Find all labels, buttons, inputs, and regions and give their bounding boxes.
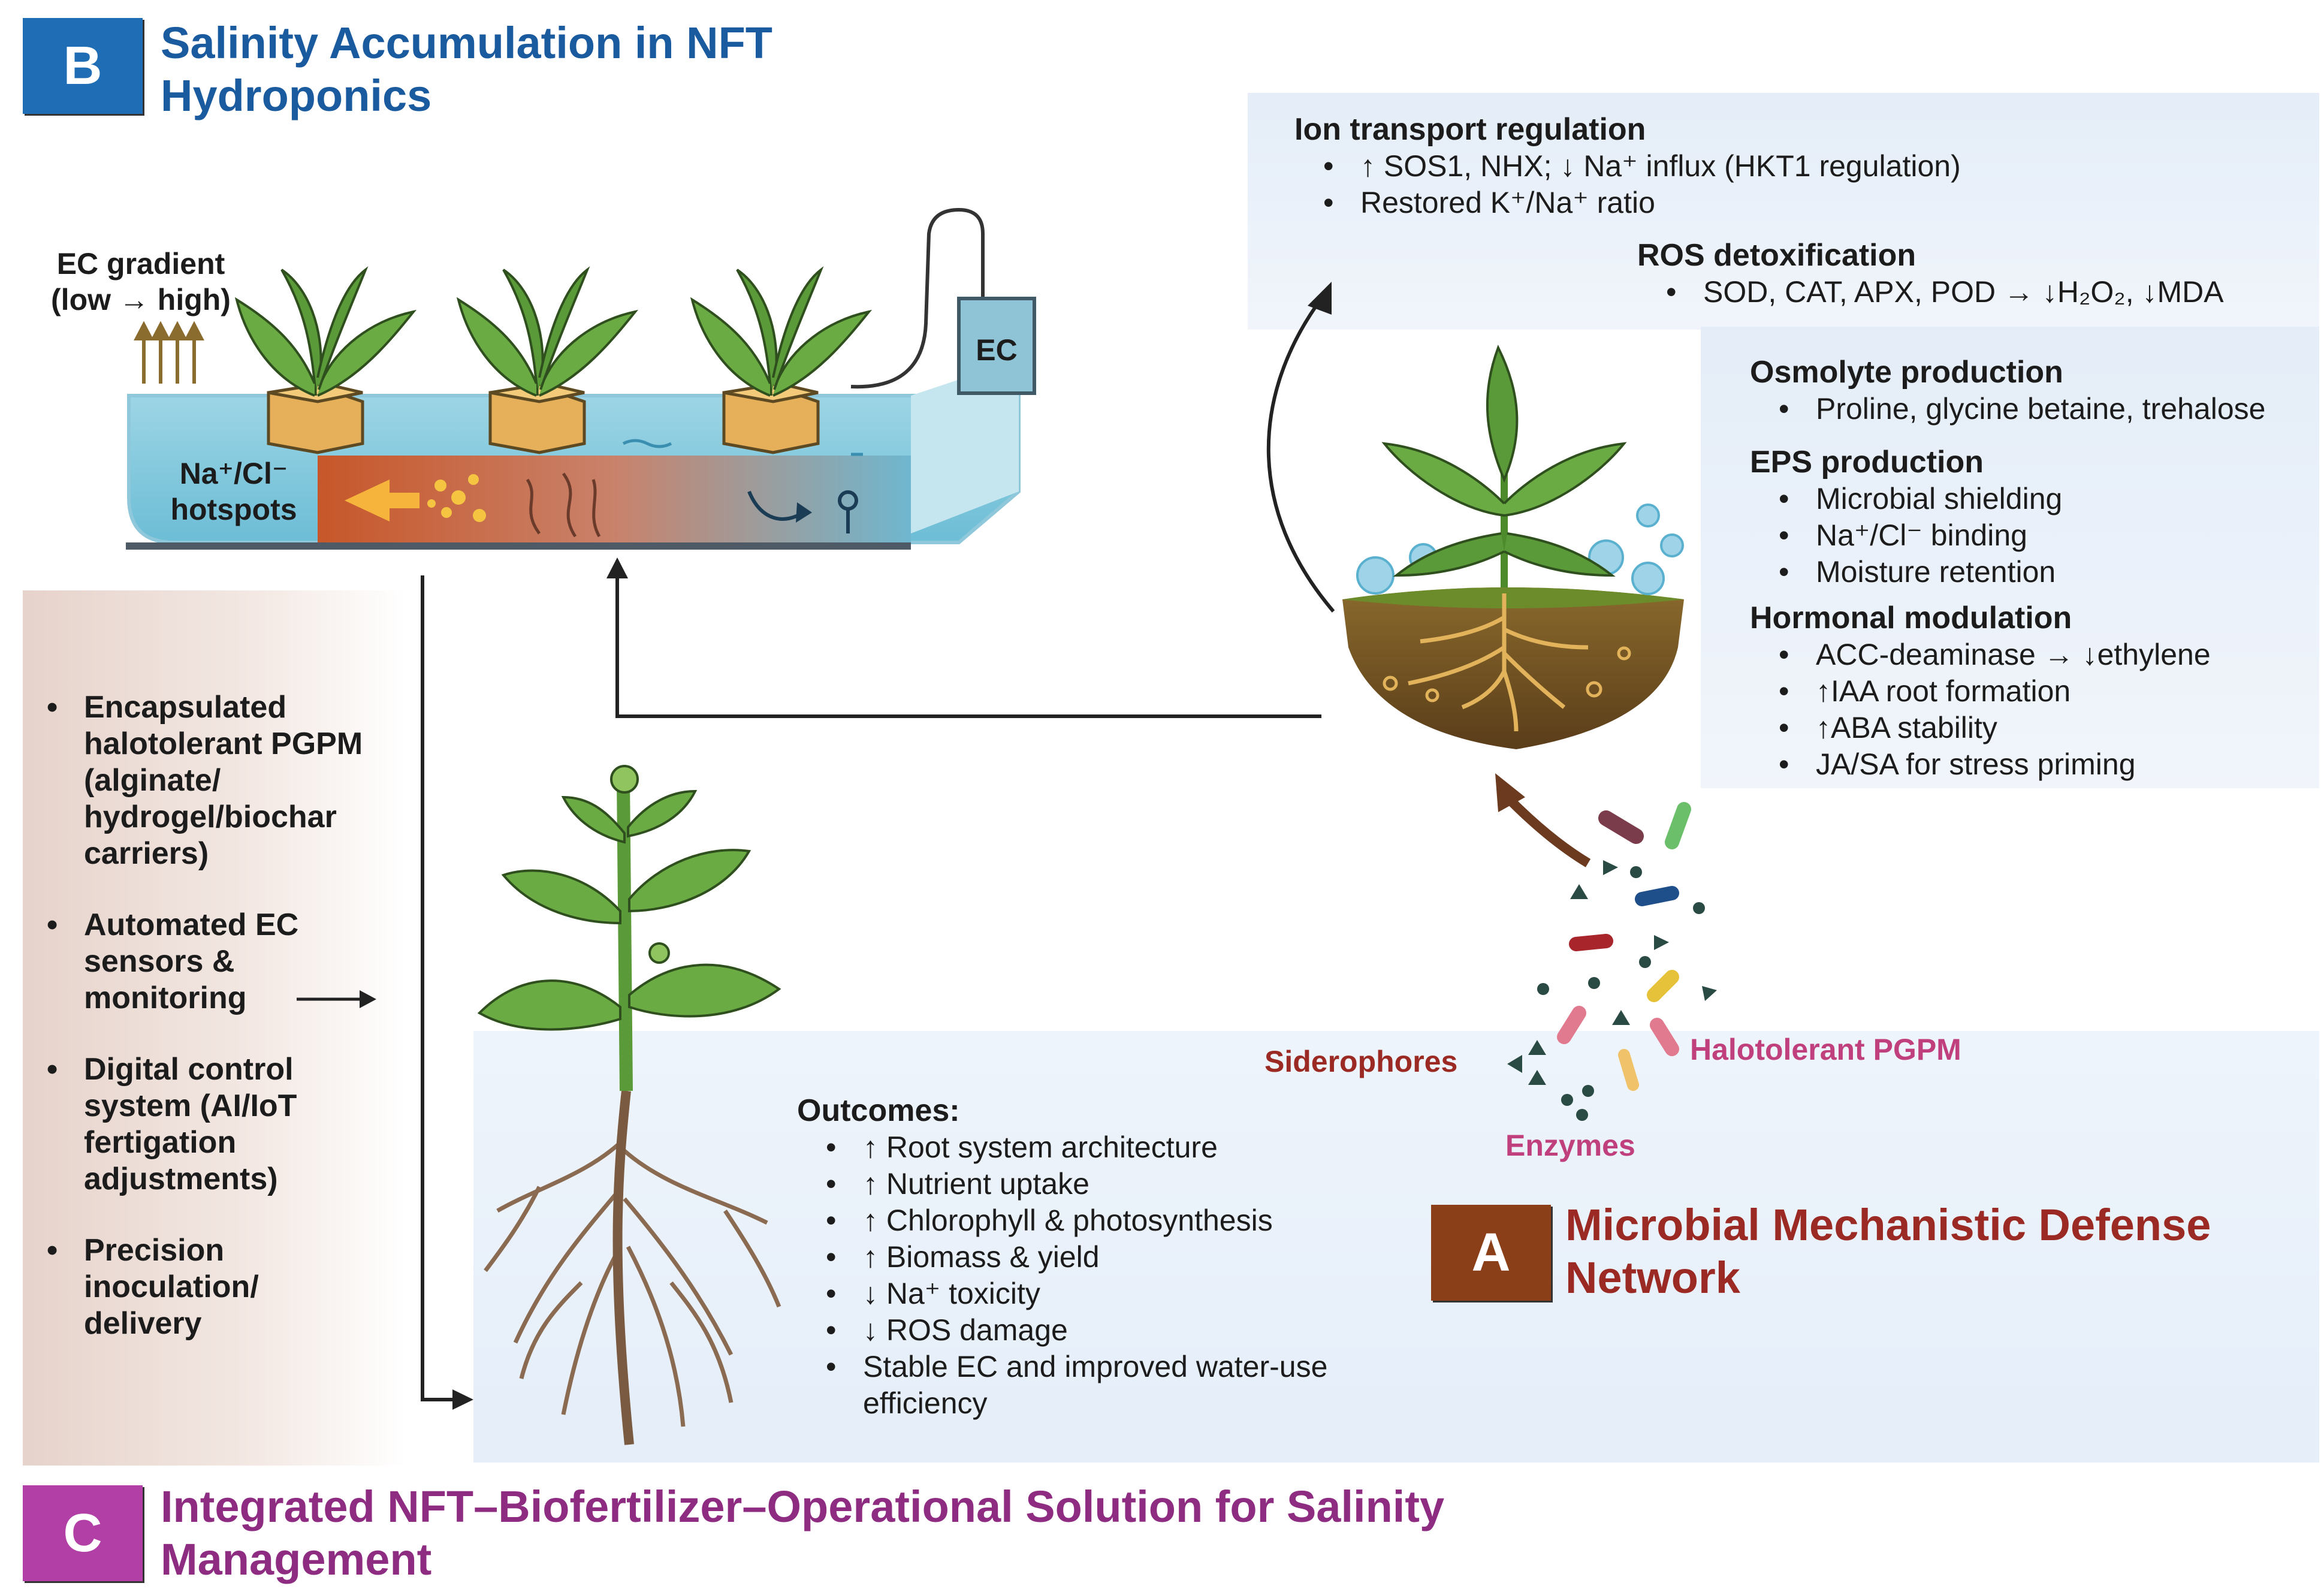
hotspots-label: Na⁺/Cl⁻ hotspots <box>156 456 312 527</box>
ros-heading: ROS detoxification <box>1637 238 1916 273</box>
panel-b-title-line1: Salinity Accumulation in NFT <box>161 18 773 68</box>
eps-item: Na⁺/Cl⁻ binding <box>1779 517 2313 554</box>
outcome-item: ↑ Nutrient uptake <box>826 1166 1384 1202</box>
outcome-plant-roots <box>484 1090 781 1445</box>
ec-gradient-arrows <box>134 321 204 384</box>
soil-mound <box>1342 587 1684 749</box>
outcome-item: ↑ Chlorophyll & photosynthesis <box>826 1202 1384 1239</box>
panel-b-title: Salinity Accumulation in NFT Hydroponics <box>161 17 772 122</box>
eps-item: Moisture retention <box>1779 554 2313 590</box>
panel-c-item: Encapsulated halotolerant PGPM (alginate… <box>24 689 366 872</box>
ion-transport-section: Ion transport regulation ↑ SOS1, NHX; ↓ … <box>1294 111 2313 221</box>
panel-a-title: Microbial Mechanistic Defense Network <box>1565 1199 2211 1304</box>
ion-transport-heading: Ion transport regulation <box>1294 112 1646 147</box>
arrow-a-to-b <box>615 575 1321 718</box>
outcome-item: ↓ ROS damage <box>826 1312 1384 1349</box>
hotspots-line2: hotspots <box>170 493 297 526</box>
ec-gradient-line1: EC gradient <box>56 247 225 281</box>
panel-a-title-line2: Network <box>1565 1253 1740 1302</box>
outcomes-background <box>473 1031 2319 1463</box>
outcome-item: ↑ Biomass & yield <box>826 1239 1384 1276</box>
hormonal-item: ↑ABA stability <box>1779 710 2313 746</box>
outcome-item: ↓ Na⁺ toxicity <box>826 1276 1384 1312</box>
hormonal-item: ↑IAA root formation <box>1779 673 2313 710</box>
eps-heading: EPS production <box>1750 445 1984 480</box>
panel-a-badge: A <box>1431 1205 1551 1301</box>
arrow-soil-to-mechanisms <box>1266 301 1335 613</box>
ion-transport-item: ↑ SOS1, NHX; ↓ Na⁺ influx (HKT1 regulati… <box>1323 148 2313 185</box>
arrow-b-to-outcomes <box>421 575 455 1401</box>
soil-roots <box>1408 593 1589 732</box>
panel-c-item: Digital control system (AI/IoT fertigati… <box>24 1051 324 1198</box>
outcomes-heading: Outcomes: <box>797 1093 960 1128</box>
halotolerant-pgpm-label: Halotolerant PGPM <box>1690 1033 1961 1066</box>
panel-c-item: Precision inoculation/ delivery <box>24 1232 324 1342</box>
osmolyte-section: Osmolyte production Proline, glycine bet… <box>1750 354 2313 427</box>
outcome-plant-leaves <box>477 789 781 1031</box>
ec-gradient-line2: (low → high) <box>51 283 231 316</box>
ec-gradient-label: EC gradient (low → high) <box>42 246 240 318</box>
outcome-item: Stable EC and improved water-use efficie… <box>826 1349 1342 1422</box>
panel-c-title-line1: Integrated NFT–Biofertilizer–Operational… <box>161 1482 1445 1531</box>
ros-item: SOD, CAT, APX, POD → ↓H₂O₂, ↓MDA <box>1666 274 2314 310</box>
ros-section: ROS detoxification SOD, CAT, APX, POD → … <box>1637 237 2314 310</box>
nft-plants <box>234 266 873 454</box>
osmolyte-heading: Osmolyte production <box>1750 355 2063 390</box>
osmolyte-item: Proline, glycine betaine, trehalose <box>1779 391 2313 427</box>
panel-c-title: Integrated NFT–Biofertilizer–Operational… <box>161 1481 1444 1586</box>
ion-transport-item: Restored K⁺/Na⁺ ratio <box>1323 185 2313 221</box>
microbes-illustration <box>1507 802 1717 1121</box>
panel-b-badge: B <box>23 18 143 114</box>
panel-c-list: Encapsulated halotolerant PGPM (alginate… <box>24 689 366 1377</box>
panel-b-title-line2: Hydroponics <box>161 71 432 120</box>
outcomes-section: Outcomes: ↑ Root system architecture ↑ N… <box>797 1092 1384 1422</box>
hotspots-line1: Na⁺/Cl⁻ <box>179 457 288 490</box>
ec-sensor-box <box>957 297 1036 395</box>
hormonal-heading: Hormonal modulation <box>1750 601 2072 635</box>
hormonal-section: Hormonal modulation ACC-deaminase → ↓eth… <box>1750 599 2313 783</box>
panel-c-item: Automated EC sensors & monitoring <box>24 907 312 1017</box>
salt-flow-arrow <box>345 480 419 521</box>
panel-a-title-line1: Microbial Mechanistic Defense <box>1565 1200 2211 1250</box>
siderophores-label: Siderophores <box>1264 1045 1458 1078</box>
hormonal-item: ACC-deaminase → ↓ethylene <box>1779 637 2313 673</box>
nft-channel-illustration <box>126 207 1036 550</box>
outcome-plant-illustration <box>477 765 781 1445</box>
panel-c-badge: C <box>23 1485 143 1581</box>
enzymes-label: Enzymes <box>1505 1129 1635 1162</box>
eps-item: Microbial shielding <box>1779 481 2313 517</box>
outcome-item: ↑ Root system architecture <box>826 1129 1384 1166</box>
eps-section: EPS production Microbial shielding Na⁺/C… <box>1750 444 2313 590</box>
soil-plant-illustration <box>1342 344 1684 749</box>
arrow-microbes-to-soil <box>1507 797 1591 867</box>
ec-sensor-wire <box>850 207 985 389</box>
ec-sensor-label: EC <box>976 333 1018 367</box>
hormonal-item: JA/SA for stress priming <box>1779 746 2313 783</box>
panel-c-title-line2: Management <box>161 1534 432 1584</box>
